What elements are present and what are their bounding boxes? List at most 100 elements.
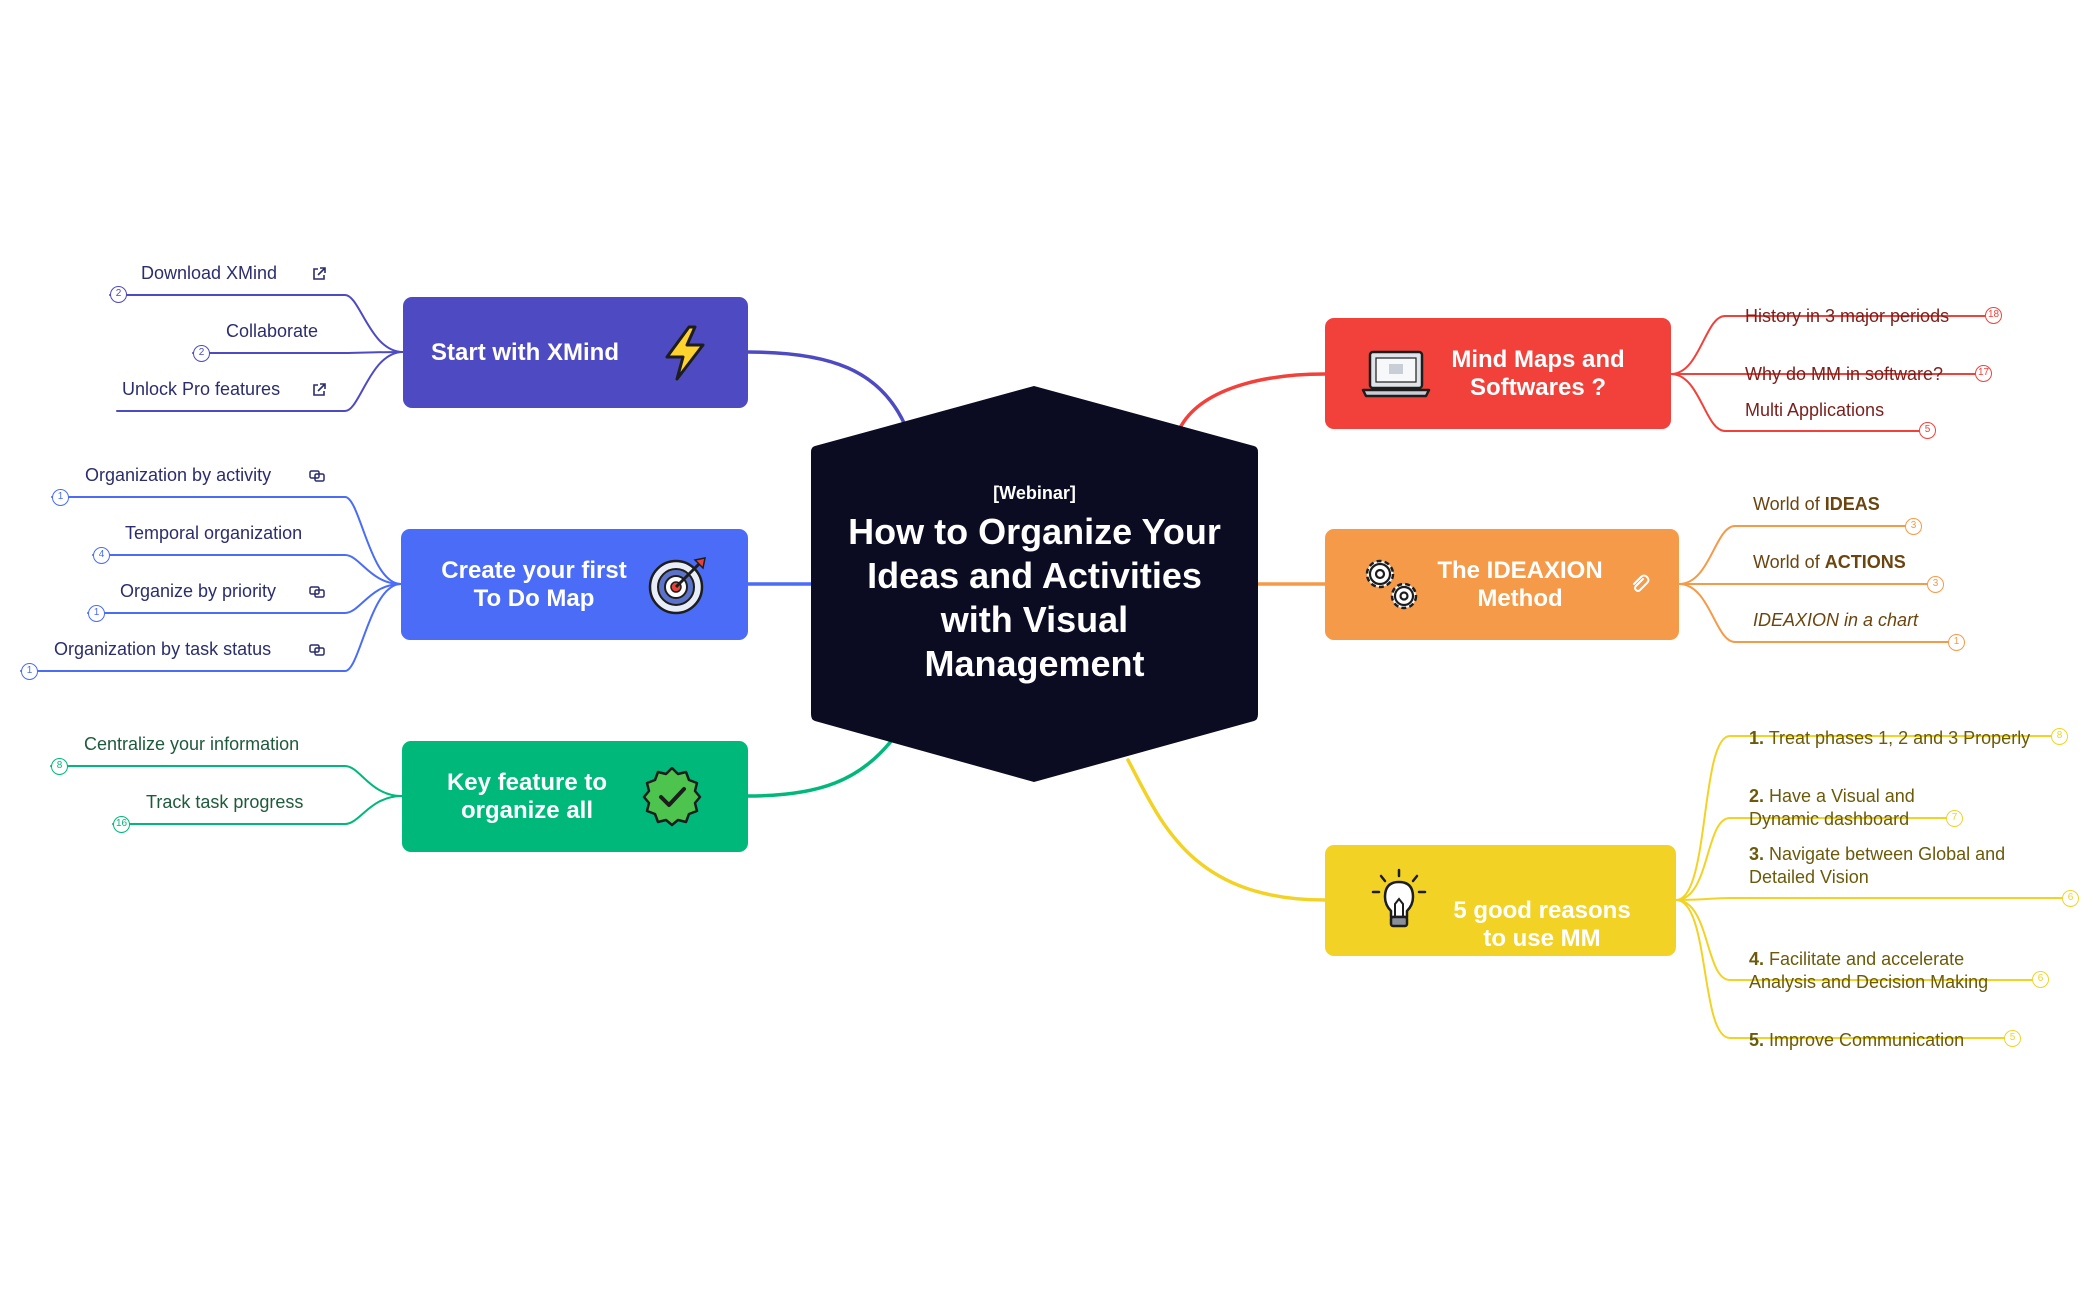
- subtopic-reason-1[interactable]: 1. Treat phases 1, 2 and 3 Properly: [1749, 727, 2030, 750]
- subtopic-count-badge[interactable]: 17: [1975, 365, 1992, 382]
- subtopic-collaborate[interactable]: Collaborate: [226, 320, 318, 343]
- subtopic-count-badge[interactable]: 8: [2051, 728, 2068, 745]
- subtopic-prefix: World of: [1753, 494, 1825, 514]
- attachment-icon[interactable]: [1627, 571, 1653, 597]
- subtopic-count-badge[interactable]: 6: [2062, 890, 2079, 907]
- connector-to-reason-3: [1675, 897, 2063, 901]
- subtopic-download-xmind[interactable]: Download XMind: [141, 262, 277, 285]
- subtopic-unlock-pro-features[interactable]: Unlock Pro features: [122, 378, 280, 401]
- topic-label: 5 good reasons to use MM: [1453, 896, 1631, 952]
- connector-to-temporal-organization: [92, 554, 402, 585]
- subtopic-count-badge[interactable]: 1: [52, 489, 69, 506]
- subtopic-count-badge[interactable]: 1: [1948, 634, 1965, 651]
- subtopic-multi-applications[interactable]: Multi Applications: [1745, 399, 1884, 422]
- topic-link-icon[interactable]: [309, 642, 325, 658]
- subtopic-count-badge[interactable]: 5: [1919, 422, 1936, 439]
- subtopic-text: Collaborate: [226, 321, 319, 341]
- subtopic-text: Why do MM in software?: [1745, 364, 1944, 384]
- subtopic-text: IDEAXION in a chart: [1753, 610, 1919, 630]
- connector-to-centralize-information: [50, 765, 403, 797]
- subtopic-text: Organization by activity: [85, 465, 272, 485]
- subtopic-count-badge[interactable]: 3: [1905, 518, 1922, 535]
- subtopic-count-badge[interactable]: 1: [21, 663, 38, 680]
- reason-number: 2.: [1749, 786, 1765, 806]
- topic-label: Start with XMind: [431, 338, 619, 366]
- topic-label: Mind Maps and Softwares ?: [1451, 345, 1625, 401]
- lightbulb-icon: [1369, 867, 1429, 935]
- topic-create-first-todo-map[interactable]: Create your first To Do Map: [401, 529, 748, 640]
- gears-icon: [1355, 551, 1427, 617]
- topic-key-feature[interactable]: Key feature to organize all: [402, 741, 748, 852]
- topic-ideaxion-method[interactable]: The IDEAXION Method: [1325, 529, 1679, 640]
- topic-five-good-reasons[interactable]: 5 good reasons to use MM: [1325, 845, 1676, 956]
- subtopic-count-badge[interactable]: 8: [51, 758, 68, 775]
- connector-to-organization-by-activity: [51, 496, 402, 585]
- central-topic[interactable]: [Webinar] How to Organize Your Ideas and…: [811, 384, 1258, 784]
- connector-to-reason-4: [1675, 899, 2033, 981]
- topic-start-with-xmind[interactable]: Start with XMind: [403, 297, 748, 408]
- subtopic-prefix: World of: [1753, 552, 1825, 572]
- subtopic-count-badge[interactable]: 7: [1946, 810, 1963, 827]
- connector-central-to-five-reasons: [1126, 758, 1327, 902]
- central-title: How to Organize Your Ideas and Activitie…: [848, 510, 1221, 684]
- subtopic-organization-by-task-status[interactable]: Organization by task status: [54, 638, 271, 661]
- subtopic-temporal-organization[interactable]: Temporal organization: [125, 522, 302, 545]
- subtopic-track-task-progress[interactable]: Track task progress: [146, 791, 303, 814]
- subtopic-world-of-ideas[interactable]: World of IDEAS: [1753, 493, 1880, 516]
- target-icon: [644, 551, 712, 619]
- connector-central-to-start-with-xmind: [746, 350, 907, 427]
- subtopic-strong: ACTIONS: [1824, 552, 1906, 572]
- subtopic-count-badge[interactable]: 2: [193, 345, 210, 362]
- connector-to-reason-1: [1675, 735, 2052, 901]
- subtopic-text: Track task progress: [146, 792, 304, 812]
- topic-label: Create your first To Do Map: [441, 556, 627, 612]
- external-link-icon[interactable]: [311, 382, 327, 398]
- subtopic-count-badge[interactable]: 3: [1927, 576, 1944, 593]
- connector-to-collaborate: [192, 351, 404, 354]
- subtopic-count-badge[interactable]: 1: [88, 605, 105, 622]
- connector-to-multi-applications: [1670, 373, 1920, 432]
- connector-to-ideaxion-in-a-chart: [1678, 583, 1949, 643]
- subtopic-text: Have a Visual and Dynamic dashboard: [1749, 786, 1915, 829]
- subtopic-count-badge[interactable]: 16: [113, 816, 130, 833]
- subtopic-count-badge[interactable]: 6: [2032, 971, 2049, 988]
- subtopic-strong: IDEAS: [1824, 494, 1880, 514]
- subtopic-text: Facilitate and accelerate Analysis and D…: [1749, 949, 1989, 992]
- subtopic-why-mm-in-software[interactable]: Why do MM in software?: [1745, 363, 1943, 386]
- subtopic-text: Organize by priority: [120, 581, 277, 601]
- subtopic-centralize-information[interactable]: Centralize your information: [84, 733, 299, 756]
- reason-number: 4.: [1749, 949, 1765, 969]
- subtopic-ideaxion-in-a-chart[interactable]: IDEAXION in a chart: [1753, 609, 1918, 632]
- subtopic-count-badge[interactable]: 5: [2004, 1030, 2021, 1047]
- check-badge-icon: [638, 763, 706, 831]
- lightning-icon: [655, 323, 715, 383]
- connector-to-world-of-ideas: [1678, 525, 1906, 585]
- topic-label: Key feature to organize all: [446, 768, 608, 824]
- subtopic-count-badge[interactable]: 18: [1985, 307, 2002, 324]
- subtopic-organize-by-priority[interactable]: Organize by priority: [120, 580, 276, 603]
- connector-to-download-xmind: [109, 294, 404, 353]
- subtopic-count-badge[interactable]: 4: [93, 547, 110, 564]
- subtopic-reason-4[interactable]: 4. Facilitate and accelerate Analysis an…: [1749, 948, 2029, 994]
- subtopic-reason-3[interactable]: 3. Navigate between Global and Detailed …: [1749, 843, 2064, 889]
- subtopic-reason-5[interactable]: 5. Improve Communication: [1749, 1029, 1964, 1052]
- connector-central-to-mind-maps: [1178, 372, 1327, 430]
- reason-number: 1.: [1749, 728, 1765, 748]
- topic-label: The IDEAXION Method: [1437, 556, 1603, 612]
- subtopic-organization-by-activity[interactable]: Organization by activity: [85, 464, 271, 487]
- connector-central-to-key-feature: [746, 738, 894, 798]
- subtopic-world-of-actions[interactable]: World of ACTIONS: [1753, 551, 1906, 574]
- topic-link-icon[interactable]: [309, 584, 325, 600]
- topic-link-icon[interactable]: [309, 468, 325, 484]
- topic-mind-maps-softwares[interactable]: Mind Maps and Softwares ?: [1325, 318, 1671, 429]
- subtopic-count-badge[interactable]: 2: [110, 286, 127, 303]
- connector-to-organize-by-priority: [87, 583, 402, 614]
- subtopic-text: Centralize your information: [84, 734, 300, 754]
- subtopic-history-major-periods[interactable]: History in 3 major periods: [1745, 305, 1949, 328]
- subtopic-reason-2[interactable]: 2. Have a Visual and Dynamic dashboard: [1749, 785, 1949, 831]
- connector-to-history: [1670, 315, 1986, 375]
- subtopic-text: Unlock Pro features: [122, 379, 281, 399]
- external-link-icon[interactable]: [311, 266, 327, 282]
